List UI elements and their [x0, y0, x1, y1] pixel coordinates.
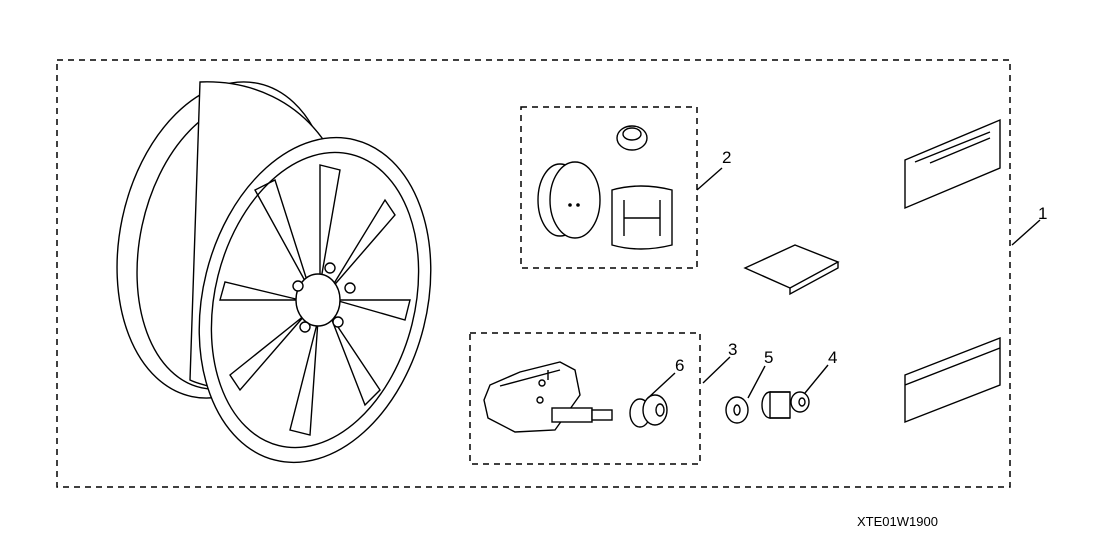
grommet: [629, 394, 668, 428]
warning-label-card: [904, 118, 1001, 210]
callout-3: 3: [728, 340, 738, 359]
callout-6: 6: [675, 356, 685, 375]
center-cap: [537, 161, 601, 239]
callout-1: 1: [1038, 204, 1048, 223]
retaining-clip: [616, 125, 648, 151]
alloy-wheel: [116, 81, 432, 464]
figure-code: XTE01W1900: [857, 514, 938, 529]
kit-boundary: [56, 59, 1011, 488]
valve-cap: [761, 391, 810, 419]
center-cap-group-box: [520, 106, 698, 269]
callout-4: 4: [828, 348, 838, 367]
honda-emblem: [611, 185, 673, 250]
tpms-sensor: [483, 361, 613, 433]
owners-manual: [743, 244, 840, 296]
sensor-group-box: [469, 332, 701, 465]
callout-5: 5: [764, 348, 774, 367]
washer: [725, 396, 749, 424]
callout-2: 2: [722, 148, 732, 167]
info-card: [904, 336, 1001, 424]
